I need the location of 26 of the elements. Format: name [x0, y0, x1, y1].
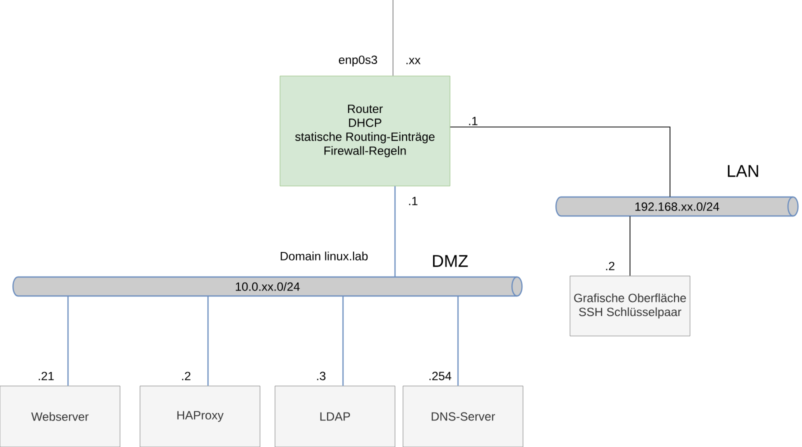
- network-bus: 10.0.xx.0/24: [12, 276, 523, 297]
- zone-label: LAN: [728, 165, 758, 177]
- server-box: Grafische Oberfläche SSH Schlüsselpaar: [570, 276, 690, 336]
- server-box: LDAP: [274, 386, 396, 447]
- server-box: Webserver: [0, 386, 120, 447]
- zone-label: DMZ: [433, 255, 468, 267]
- address-label: .2: [604, 260, 616, 272]
- network-link: [67, 296, 69, 386]
- network-link: [207, 296, 209, 386]
- network-link: [394, 186, 396, 277]
- address-label: .1: [467, 116, 479, 126]
- network-link: [450, 126, 670, 198]
- address-label: .254: [427, 370, 453, 382]
- router-box: Router DHCP statische Routing-Einträge Firewall-Regeln: [280, 76, 450, 186]
- network-link: [457, 296, 459, 386]
- note-label: Domain linux.lab: [280, 252, 368, 260]
- network-bus: 192.168.xx.0/24: [555, 196, 799, 217]
- address-label: .1: [407, 196, 419, 206]
- network-link: [342, 296, 344, 386]
- server-box: HAProxy: [140, 386, 260, 447]
- address-label: .2: [180, 370, 192, 382]
- network-link: [392, 0, 394, 76]
- server-box: DNS-Server: [402, 386, 524, 447]
- address-label: .21: [36, 370, 56, 382]
- address-label: .xx: [404, 56, 422, 66]
- address-label: .3: [315, 370, 327, 382]
